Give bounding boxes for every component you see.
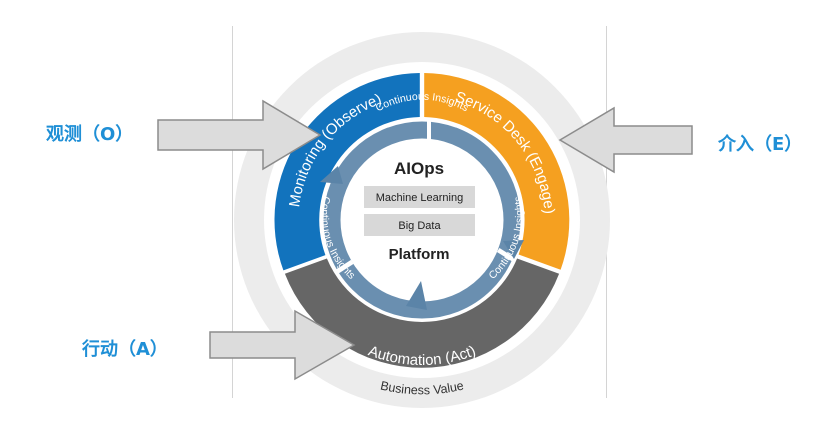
arrow-left-icon — [558, 106, 693, 174]
segment-monitoring — [274, 73, 420, 271]
box-big-data — [364, 214, 475, 236]
arrow-right-icon — [209, 309, 356, 381]
arrow-head-right-icon — [503, 240, 524, 259]
box-machine-learning-label: Machine Learning — [376, 192, 463, 204]
ring-gap-right — [496, 247, 516, 263]
segment-service-desk — [424, 73, 570, 270]
box-big-data-label: Big Data — [398, 220, 441, 232]
arrow-head-bottom-icon — [406, 281, 427, 310]
label-observe: 观测（O） — [46, 124, 134, 145]
insights-ring — [323, 121, 521, 319]
segment-automation — [284, 258, 560, 368]
arrow-head-left-icon — [320, 166, 343, 184]
box-machine-learning — [364, 186, 475, 208]
label-act: 行动（A） — [82, 339, 168, 360]
ring-gap-left — [335, 259, 354, 275]
arrow-right-icon — [157, 99, 322, 171]
business-value-label: Business Value — [379, 379, 465, 398]
divider-left — [232, 26, 233, 398]
label-engage: 介入（E） — [718, 134, 803, 155]
center-footer: Platform — [389, 246, 450, 263]
center-title: AIOps — [394, 159, 444, 178]
